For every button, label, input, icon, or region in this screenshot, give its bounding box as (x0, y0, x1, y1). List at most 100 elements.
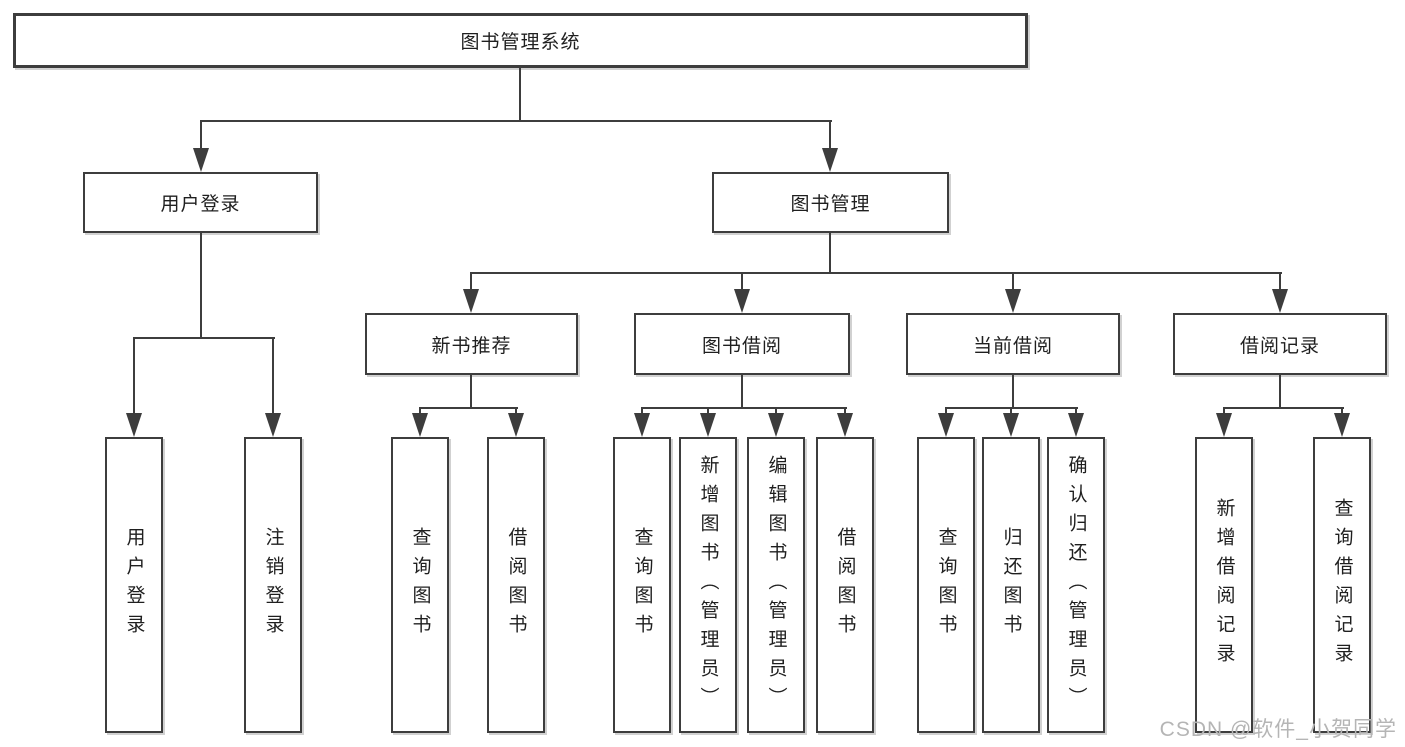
arrow-down-icon (837, 407, 853, 437)
arrow-down-icon (265, 337, 281, 437)
arrow-down-icon (938, 407, 954, 437)
arrow-head (265, 413, 281, 437)
node-current-borrowing: 当前借阅 (906, 313, 1120, 375)
arrow-shaft (945, 407, 947, 415)
node-confirm-return-admin: 确认归还（管理员） (1047, 437, 1105, 733)
arrow-shaft (1012, 272, 1014, 291)
arrow-shaft (470, 272, 472, 291)
arrow-shaft (272, 337, 274, 415)
arrow-shaft (1341, 407, 1343, 415)
arrow-head (700, 413, 716, 437)
node-borrow-books-recommend: 借阅图书 (487, 437, 545, 733)
arrow-down-icon (1272, 272, 1288, 313)
node-query-books-current: 查询图书 (917, 437, 975, 733)
arrow-down-icon (768, 407, 784, 437)
node-label: 新增借阅记录 (1213, 498, 1235, 672)
node-label: 新书推荐 (431, 335, 512, 357)
arrow-down-icon (126, 337, 142, 437)
node-return-books: 归还图书 (982, 437, 1040, 733)
arrow-head (1272, 289, 1288, 313)
arrow-shaft (775, 407, 777, 415)
arrow-down-icon (1216, 407, 1232, 437)
node-borrow-books: 借阅图书 (816, 437, 874, 733)
arrow-head (837, 413, 853, 437)
arrow-shaft (1279, 272, 1281, 291)
connector-line (1279, 375, 1281, 407)
arrow-head (463, 289, 479, 313)
arrow-down-icon (734, 272, 750, 313)
node-query-books-borrow: 查询图书 (613, 437, 671, 733)
arrow-head (768, 413, 784, 437)
arrow-shaft (707, 407, 709, 415)
node-borrowing-records: 借阅记录 (1173, 313, 1387, 375)
node-label: 查询图书 (631, 527, 653, 643)
arrow-head (1068, 413, 1084, 437)
connector-line (200, 233, 202, 337)
arrow-down-icon (412, 407, 428, 437)
node-user-login-action: 用户登录 (105, 437, 163, 733)
connector-line (741, 375, 743, 407)
node-label: 借阅图书 (834, 527, 856, 643)
arrow-shaft (829, 120, 831, 150)
node-add-books-admin: 新增图书（管理员） (679, 437, 737, 733)
arrow-down-icon (508, 407, 524, 437)
arrow-head (822, 148, 838, 172)
arrow-head (1216, 413, 1232, 437)
arrow-down-icon (700, 407, 716, 437)
arrow-down-icon (193, 120, 209, 172)
arrow-head (126, 413, 142, 437)
node-label: 用户登录 (160, 194, 241, 215)
arrow-down-icon (463, 272, 479, 313)
arrow-shaft (1075, 407, 1077, 415)
node-label: 图书管理系统 (460, 32, 581, 53)
connector-line (1012, 375, 1014, 407)
arrow-head (734, 289, 750, 313)
connector-line (829, 233, 831, 272)
node-book-management: 图书管理 (712, 172, 949, 233)
node-label: 注销登录 (262, 527, 284, 643)
arrow-head (1334, 413, 1350, 437)
node-query-books-recommend: 查询图书 (391, 437, 449, 733)
node-library-management-system: 图书管理系统 (13, 13, 1028, 68)
arrow-down-icon (822, 120, 838, 172)
connector-line (641, 407, 847, 409)
connector-line (419, 407, 518, 409)
arrow-shaft (1010, 407, 1012, 415)
arrow-down-icon (1068, 407, 1084, 437)
arrow-shaft (641, 407, 643, 415)
node-label: 归还图书 (1000, 527, 1022, 643)
node-label: 图书借阅 (701, 335, 782, 357)
arrow-head (938, 413, 954, 437)
node-label: 查询图书 (935, 527, 957, 643)
node-label: 查询图书 (409, 527, 431, 643)
node-edit-books-admin: 编辑图书（管理员） (747, 437, 805, 733)
arrow-shaft (419, 407, 421, 415)
arrow-head (412, 413, 428, 437)
node-label: 用户登录 (123, 527, 145, 643)
arrow-shaft (741, 272, 743, 291)
arrow-shaft (844, 407, 846, 415)
arrow-head (193, 148, 209, 172)
connector-line (470, 375, 472, 407)
node-label: 新增图书（管理员） (697, 454, 719, 716)
connector-line (133, 337, 275, 339)
node-label: 图书管理 (790, 194, 871, 215)
connector-line (1223, 407, 1344, 409)
connector-line (200, 120, 832, 122)
node-label: 借阅记录 (1239, 335, 1320, 357)
node-label: 编辑图书（管理员） (765, 454, 787, 716)
watermark: CSDN @软件_小贺同学 (1159, 718, 1397, 741)
arrow-head (634, 413, 650, 437)
connector-line (470, 272, 1282, 274)
node-logout: 注销登录 (244, 437, 302, 733)
node-label: 借阅图书 (505, 527, 527, 643)
arrow-shaft (1223, 407, 1225, 415)
arrow-shaft (200, 120, 202, 150)
arrow-down-icon (634, 407, 650, 437)
arrow-shaft (133, 337, 135, 415)
node-new-book-recommend: 新书推荐 (365, 313, 578, 375)
node-book-borrowing: 图书借阅 (634, 313, 850, 375)
node-label: 确认归还（管理员） (1065, 454, 1087, 716)
arrow-head (1005, 289, 1021, 313)
